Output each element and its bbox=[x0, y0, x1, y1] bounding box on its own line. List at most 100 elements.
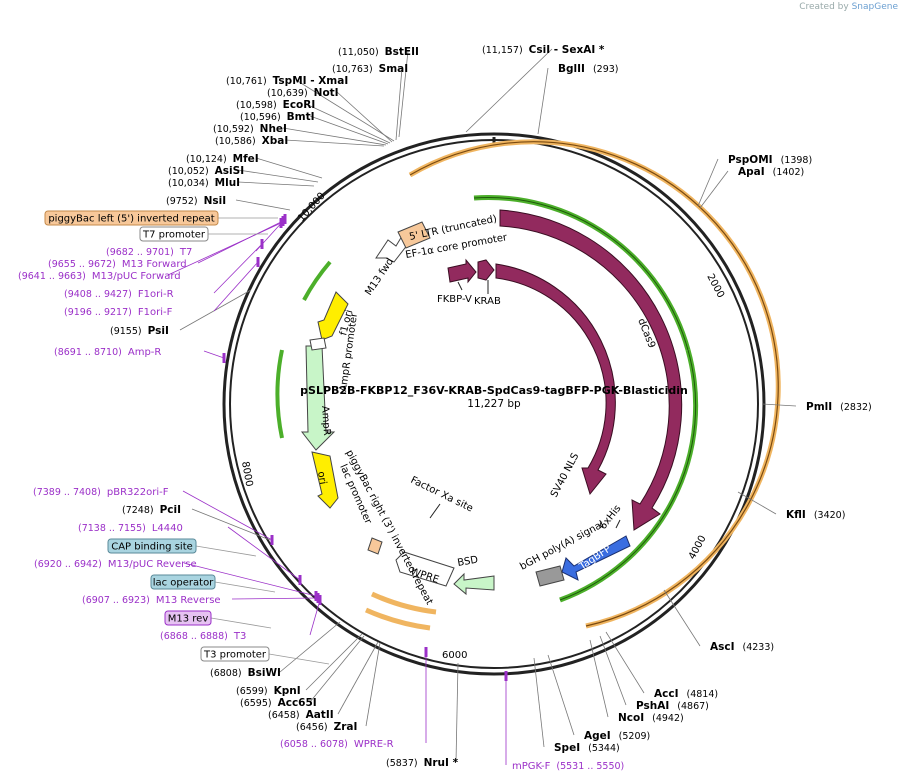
site-label-9[interactable]: (10,052)AsiSI bbox=[168, 165, 244, 177]
site-label-17[interactable]: (6458)AatII bbox=[268, 709, 334, 721]
site-22: NcoI(4942) bbox=[589, 639, 684, 724]
primer-label-9[interactable]: (6907 .. 6923)M13 Reverse bbox=[82, 595, 221, 606]
feature-box-4[interactable]: M13 rev bbox=[164, 610, 272, 629]
site-pos-14: (6808) bbox=[210, 668, 242, 679]
site-label-18[interactable]: (6456)ZraI bbox=[296, 721, 357, 733]
feature-box-text-3: lac operator bbox=[153, 578, 214, 589]
site-label-1[interactable]: (10,763)SmaI bbox=[332, 63, 408, 75]
primer-label-11[interactable]: (6058 .. 6078)WPRE-R bbox=[280, 739, 394, 750]
site-label-26[interactable]: KflI(3420) bbox=[786, 509, 845, 521]
primer-label-5[interactable]: (8691 .. 8710)Amp-R bbox=[54, 347, 161, 358]
site-27: PmlI(2832) bbox=[761, 401, 872, 413]
site-label-12[interactable]: (9155)PsiI bbox=[110, 325, 169, 337]
primer-label-4[interactable]: (9196 .. 9217)F1ori-F bbox=[64, 307, 173, 318]
feature-box-2[interactable]: CAP binding site bbox=[107, 538, 257, 557]
site-0: (11,050)BstEII bbox=[338, 46, 419, 138]
feature-box-text-0: piggyBac left (5') inverted repeat bbox=[48, 214, 214, 225]
feature-label-sv40: SV40 NLS bbox=[549, 451, 581, 499]
site-label-3[interactable]: (10,639)NotI bbox=[267, 87, 339, 99]
feature-label-piggybac-right: piggyBac right (3') inverted repeat bbox=[343, 448, 434, 607]
primer-label-0[interactable]: (9682 .. 9701)T7 bbox=[106, 247, 192, 258]
site-label-4[interactable]: (10,598)EcoRI bbox=[236, 99, 315, 111]
site-label-8[interactable]: (10,124) MfeI bbox=[186, 153, 259, 165]
primer-mark-2 bbox=[279, 218, 283, 228]
primer-label-7[interactable]: (7138 .. 7155)L4440 bbox=[78, 523, 183, 534]
primer-name-10: T3 bbox=[233, 631, 246, 642]
created-by-text: Created by bbox=[799, 2, 849, 12]
site-label-6[interactable]: (10,592)NheI bbox=[213, 123, 287, 135]
site-pos-5: (10,596) bbox=[240, 112, 281, 123]
primer-label-10[interactable]: (6868 .. 6888)T3 bbox=[160, 631, 246, 642]
primer-label-8[interactable]: (6920 .. 6942)M13/pUC Reverse bbox=[34, 559, 197, 570]
primer-mark-9 bbox=[316, 593, 320, 603]
site-13: (7248)PciI bbox=[122, 504, 271, 541]
feature-box-5[interactable]: T3 promoter bbox=[200, 646, 330, 665]
primer-label-2[interactable]: (9641 .. 9663)M13/pUC Forward bbox=[18, 271, 181, 282]
tick-2000: 2000 bbox=[704, 272, 726, 300]
site-label-24[interactable]: AccI(4814) bbox=[654, 688, 718, 700]
site-name-17: AatII bbox=[306, 709, 334, 721]
site-label-0[interactable]: (11,050)BstEII bbox=[338, 46, 419, 58]
site-label-11[interactable]: (9752)NsiI bbox=[166, 195, 226, 207]
site-label-20[interactable]: SpeI(5344) bbox=[554, 742, 620, 754]
feature-box-bg-4 bbox=[164, 610, 212, 626]
site-name-19: NruI * bbox=[424, 757, 459, 769]
site-leader-27 bbox=[761, 403, 797, 407]
primer-mark-8 bbox=[314, 591, 318, 601]
site-leader-12 bbox=[179, 289, 252, 331]
primer-label-3[interactable]: (9408 .. 9427)F1ori-R bbox=[64, 289, 174, 300]
site-leader-26 bbox=[737, 491, 777, 515]
primer-leader-9 bbox=[231, 597, 319, 600]
connector-factorxa bbox=[429, 503, 441, 519]
site-label-27[interactable]: PmlI(2832) bbox=[806, 401, 872, 413]
site-label-5[interactable]: (10,596)BmtI bbox=[240, 111, 315, 123]
primer-label-6[interactable]: (7389 .. 7408)pBR322ori-F bbox=[33, 487, 169, 498]
site-label-23[interactable]: PshAI(4867) bbox=[636, 700, 709, 712]
site-label-21[interactable]: AgeI(5209) bbox=[584, 730, 650, 742]
site-leader-23 bbox=[599, 635, 627, 706]
site-leader-18 bbox=[365, 642, 381, 727]
site-pos-8: (10,124) bbox=[186, 154, 227, 165]
site-pos-27: (2832) bbox=[840, 402, 872, 413]
site-label-10[interactable]: (10,034)MluI bbox=[168, 177, 240, 189]
primer-11: (6058 .. 6078)WPRE-R bbox=[280, 647, 428, 750]
site-leader-28 bbox=[699, 170, 729, 209]
primer-label-12[interactable]: mPGK-F(5531 .. 5550) bbox=[512, 761, 624, 772]
site-pos-11: (9752) bbox=[166, 196, 198, 207]
site-label-28[interactable]: ApaI(1402) bbox=[738, 166, 804, 178]
primer-label-1[interactable]: (9655 .. 9672)M13 Forward bbox=[48, 259, 187, 270]
feature-box-0[interactable]: piggyBac left (5') inverted repeat bbox=[44, 210, 278, 226]
site-label-19[interactable]: (5837)NruI * bbox=[386, 757, 459, 769]
site-label-14[interactable]: (6808)BsiWI bbox=[210, 667, 281, 679]
site-label-22[interactable]: NcoI(4942) bbox=[618, 712, 684, 724]
feature-box-3[interactable]: lac operator bbox=[150, 574, 276, 593]
feature-label-tagbfp: TagBFP bbox=[577, 543, 613, 573]
site-pos-24: (4814) bbox=[686, 689, 718, 700]
site-name-8: MfeI bbox=[233, 153, 259, 165]
site-17: (6458)AatII bbox=[268, 641, 379, 721]
site-label-7[interactable]: (10,586)XbaI bbox=[215, 135, 288, 147]
site-label-30[interactable]: BglII(293) bbox=[558, 63, 618, 75]
feature-box-1[interactable]: T7 promoter bbox=[139, 226, 268, 242]
site-label-31[interactable]: (11,157)CsiI - SexAI * bbox=[482, 44, 605, 56]
site-leader-20 bbox=[533, 657, 545, 748]
site-label-25[interactable]: AscI(4233) bbox=[710, 641, 774, 653]
bsd-arrow bbox=[453, 572, 495, 596]
primer-range-4: (9196 .. 9217) bbox=[64, 307, 132, 318]
ltr-box bbox=[397, 221, 431, 249]
site-label-16[interactable]: (6595)Acc65I bbox=[240, 697, 317, 709]
feature-box-text-1: T7 promoter bbox=[142, 230, 206, 241]
site-label-15[interactable]: (6599)KpnI bbox=[236, 685, 301, 697]
site-label-29[interactable]: PspOMI(1398) bbox=[728, 154, 812, 166]
primer-range-0: (9682 .. 9701) bbox=[106, 247, 174, 258]
site-name-31: CsiI - SexAI * bbox=[529, 44, 605, 56]
tick-label-4000: 4000 bbox=[687, 534, 709, 562]
site-label-13[interactable]: (7248)PciI bbox=[122, 504, 181, 516]
feature-label-ori: ori bbox=[315, 471, 328, 486]
primer-mark-7 bbox=[298, 575, 302, 585]
site-name-20: SpeI bbox=[554, 742, 580, 754]
feature-label-bsd: BSD bbox=[457, 554, 480, 568]
site-name-26: KflI bbox=[786, 509, 806, 521]
primer-name-1: M13 Forward bbox=[122, 259, 187, 270]
site-label-2[interactable]: (10,761)TspMI - XmaI bbox=[226, 75, 348, 87]
